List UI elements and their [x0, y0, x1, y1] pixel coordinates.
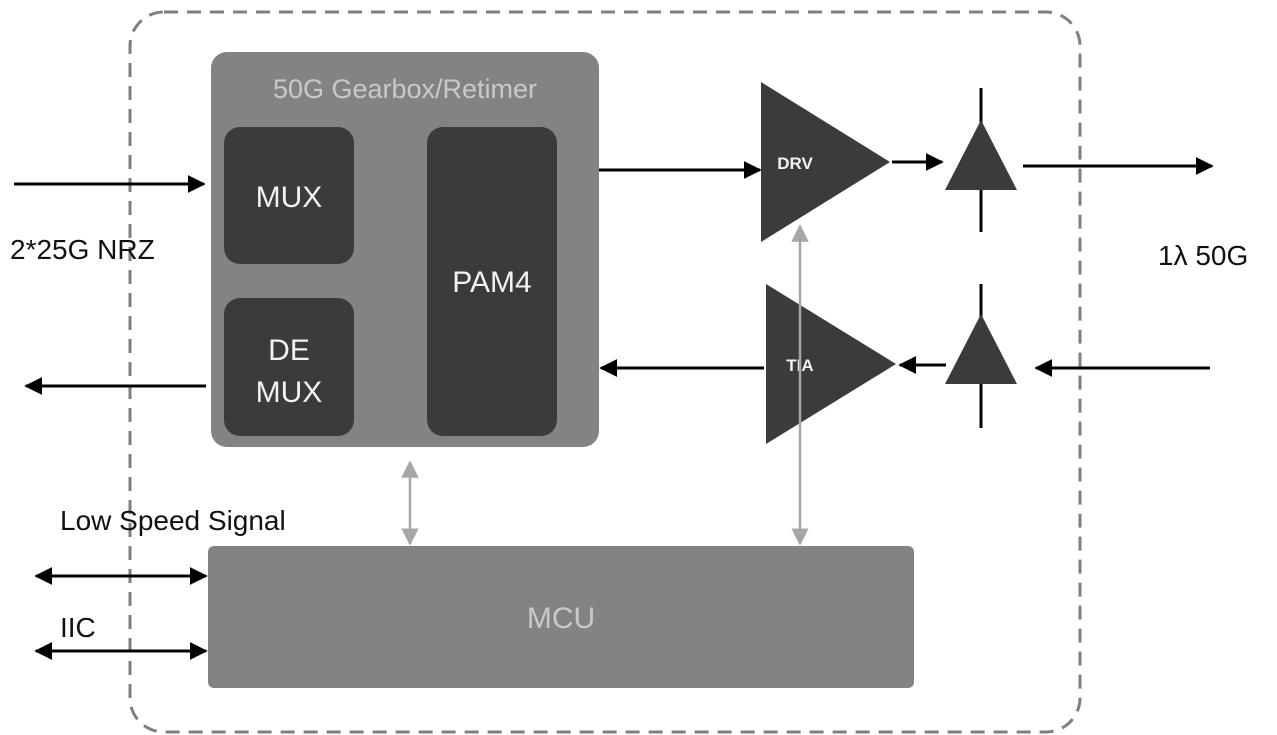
- signal-arrows: [14, 153, 1214, 660]
- module-boundary: [128, 10, 1082, 734]
- low-speed-signal-label: Low Speed Signal: [60, 505, 286, 536]
- electrical-interface-label: 2*25G NRZ: [10, 234, 155, 265]
- mcu-label: MCU: [527, 602, 595, 635]
- pam4-block: PAM4: [427, 127, 557, 436]
- optical-interface-label: 1λ 50G: [1158, 240, 1249, 271]
- photodiode-icon: [945, 284, 1017, 428]
- iic-label: IIC: [60, 612, 96, 643]
- laser-diode-icon: [945, 88, 1017, 232]
- demux-label-line2: MUX: [256, 376, 323, 409]
- demux-label-line1: DE: [268, 334, 310, 367]
- demux-block: DE MUX: [224, 298, 354, 436]
- mcu-block: MCU: [208, 546, 914, 688]
- drv-label: DRV: [777, 154, 813, 173]
- mux-block: MUX: [224, 127, 354, 264]
- control-arrows: [401, 224, 809, 546]
- gearbox-title: 50G Gearbox/Retimer: [273, 74, 537, 104]
- driver-amplifier: DRV: [761, 82, 890, 242]
- mux-label: MUX: [256, 181, 323, 214]
- gearbox-retimer-block: 50G Gearbox/Retimer MUX DE MUX PAM4: [211, 52, 599, 447]
- pam4-label: PAM4: [452, 266, 531, 299]
- tia-amplifier: TIA: [766, 284, 896, 444]
